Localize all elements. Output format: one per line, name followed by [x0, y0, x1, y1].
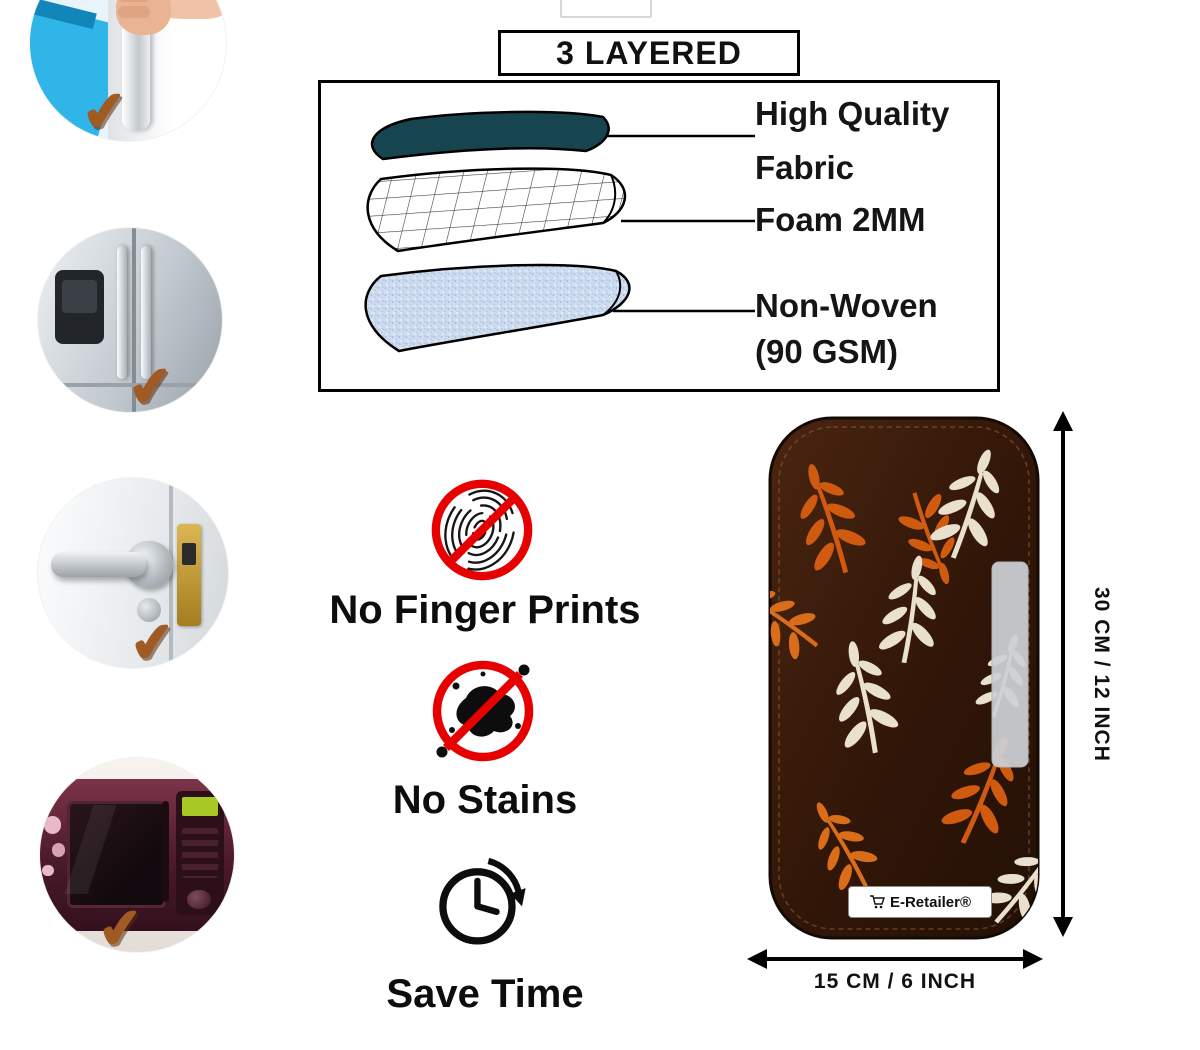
velcro-strip — [991, 561, 1029, 768]
dial-knob — [187, 889, 211, 910]
door-seam — [131, 228, 137, 412]
strike-plate — [176, 523, 202, 627]
nonwoven-label-line1: Non-Woven — [755, 287, 938, 324]
width-arrow-icon — [747, 949, 1043, 969]
check-icon: ✔ — [126, 610, 179, 676]
check-icon: ✔ — [78, 79, 131, 145]
stray-card-edge — [560, 0, 652, 18]
nonwoven-label-line2: (90 GSM) — [755, 333, 899, 370]
layered-title: 3 LAYERED — [556, 34, 742, 71]
left-door-handle — [117, 246, 128, 379]
latch-slot — [182, 542, 196, 566]
fabric-label-line1: High Quality — [755, 95, 950, 132]
fabric-label-line2: Fabric — [755, 149, 855, 186]
door-handle-photo: ✔ — [38, 478, 228, 675]
fabric-layer-shape — [370, 110, 610, 161]
lever-handle — [51, 552, 147, 577]
foam-layer-shape — [366, 167, 627, 253]
layered-title-box: 3 LAYERED — [498, 30, 800, 76]
floral-accent — [41, 864, 54, 877]
key-cylinder — [136, 597, 162, 623]
dispenser-recess — [61, 279, 97, 313]
check-icon: ✔ — [94, 896, 147, 962]
foam-label: Foam 2MM — [755, 201, 926, 238]
steel-refrigerator-photo-image — [38, 228, 222, 412]
layer-diagram-graphic — [364, 110, 755, 353]
no-fingerprint-icon — [431, 479, 533, 581]
button-grid — [181, 827, 219, 879]
floral-accent — [43, 816, 62, 834]
fridge-handle-photo: ✔ — [30, 0, 226, 145]
save-time-label: Save Time — [386, 972, 584, 1016]
no-fingerprints-label: No Finger Prints — [329, 588, 641, 632]
finger — [118, 5, 150, 18]
door-handle-photo-image — [38, 478, 228, 668]
freezer-seam — [38, 382, 222, 388]
microwave-handle — [162, 800, 169, 902]
no-stains-icon — [432, 660, 534, 762]
steel-refrigerator-photo: ✔ — [38, 228, 222, 419]
brand-name: E-Retailer® — [889, 893, 972, 911]
cart-icon — [869, 895, 885, 909]
digital-display — [181, 796, 219, 817]
height-arrow-icon — [1053, 411, 1073, 937]
layer-diagram-box — [318, 80, 1000, 392]
handle-cover-product-image — [768, 416, 1040, 940]
brand-badge: E-Retailer® — [848, 886, 992, 918]
finger — [118, 0, 150, 2]
save-time-clock-icon — [439, 857, 526, 945]
microwave-photo: ✔ — [40, 758, 234, 961]
check-icon: ✔ — [124, 354, 177, 420]
nonwoven-layer-shape — [364, 263, 631, 353]
foam-layer-fold — [602, 174, 617, 224]
microwave-photo-image — [40, 758, 234, 952]
right-door-handle — [141, 246, 152, 379]
no-stains-label: No Stains — [392, 778, 578, 822]
floral-accent — [51, 843, 66, 857]
fridge-handle-photo-image — [30, 0, 226, 141]
width-dimension-label: 15 CM / 6 INCH — [813, 970, 977, 993]
nonwoven-layer-fold — [602, 270, 622, 316]
height-dimension-label: 30 CM / 12 INCH — [1090, 586, 1113, 762]
cover-stitching — [778, 426, 1030, 930]
